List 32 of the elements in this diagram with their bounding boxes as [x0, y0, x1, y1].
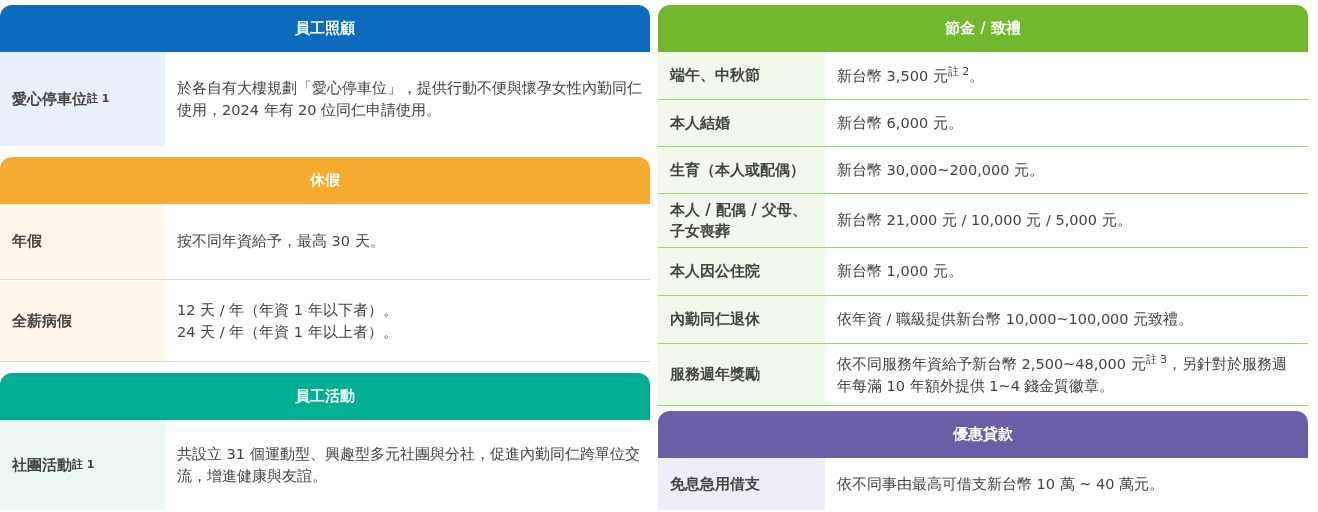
benefit-description: 新台幣 30,000~200,000 元。: [837, 160, 1046, 180]
row-label: 全薪病假: [0, 281, 165, 361]
section-header: 優惠貸款: [658, 411, 1308, 458]
row-label: 內勤同仁退休: [658, 296, 825, 343]
section-card: [0, 157, 650, 362]
benefit-description: 新台幣 3,500 元$^{註 2}$。: [837, 64, 986, 87]
row-label: 社團活動$^{註 1}$: [0, 420, 165, 510]
benefit-description: 新台幣 6,000 元。: [837, 113, 964, 133]
row-label: 本人結婚: [658, 100, 825, 146]
section-header: 員工照顧: [0, 5, 650, 52]
section-header: 員工活動: [0, 373, 650, 420]
benefit-description: 於各自有大樓規劃「愛心停車位」，提供行動不便與懷孕女性內勤同仁使用，2024 年有 20 位同仁申請使用。: [177, 78, 642, 120]
section-header: 節金 / 致禮: [658, 5, 1308, 52]
row-label: 端午、中秋節: [658, 52, 825, 99]
benefit-description: 依不同服務年資給予新台幣 2,500~48,000 元$^{註 3}$，另針對於服務週年每滿 10 年額外提供 1~4 錢金質徽章。: [837, 352, 1289, 397]
benefit-description: 12 天 / 年（年資 1 年以下者）。: [177, 300, 399, 320]
row-label: 愛心停車位$^{註 1}$: [0, 52, 165, 146]
row-label: 服務週年獎勵: [658, 344, 825, 405]
benefit-description: 依不同事由最高可借支新台幣 10 萬 ~ 40 萬元。: [837, 474, 1166, 494]
row-label: 年假: [0, 204, 165, 279]
section-card: [658, 5, 1308, 406]
row-label: 免息急用借支: [658, 458, 825, 510]
row-label: 本人 / 配偶 / 父母、子女喪葬: [658, 194, 825, 247]
benefit-description: 依年資 / 職級提供新台幣 10,000~100,000 元致禮。: [837, 310, 1195, 330]
benefit-description: 共設立 31 個運動型、興趣型多元社團與分社，促進內勤同仁跨單位交流，增進健康與友誼。: [177, 444, 641, 486]
row-label: 本人因公住院: [658, 248, 825, 295]
benefit-description: 新台幣 21,000 元 / 10,000 元 / 5,000 元。: [837, 211, 1133, 231]
benefit-description: 按不同年資給予，最高 30 天。: [177, 232, 386, 252]
section-header: 休假: [0, 157, 650, 204]
benefit-description: 新台幣 1,000 元。: [837, 262, 964, 282]
benefit-description: 24 天 / 年（年資 1 年以上者）。: [177, 323, 399, 342]
row-label: 生育（本人或配偶）: [658, 147, 825, 193]
